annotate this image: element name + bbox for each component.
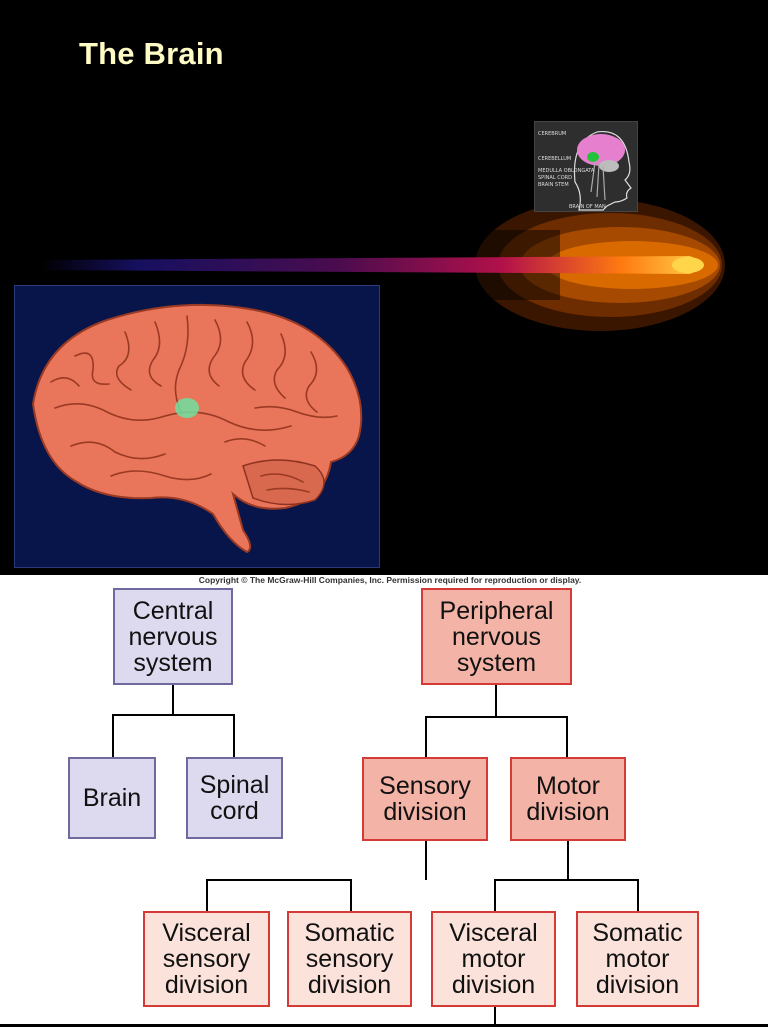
central-nervous-system-box: Central nervous system <box>113 588 233 685</box>
connector-line <box>350 879 352 911</box>
brain-illustration <box>31 303 363 554</box>
connector-line <box>206 879 352 881</box>
thumbnail-label-cerebrum: CEREBRUM <box>538 131 566 137</box>
peripheral-nervous-system-box: Peripheral nervous system <box>421 588 572 685</box>
connector-line <box>495 684 497 716</box>
copyright-notice: Copyright © The McGraw-Hill Companies, I… <box>198 575 582 585</box>
brain-image-panel <box>14 285 380 568</box>
somatic-motor-division-box: Somatic motor division <box>576 911 699 1007</box>
brain-diagram-thumbnail: CEREBRUM CEREBELLUM MEDULLA OBLONGATA SP… <box>534 121 638 212</box>
comet-streak-graphic <box>40 199 725 331</box>
visceral-sensory-division-box: Visceral sensory division <box>143 911 270 1007</box>
connector-line <box>566 716 568 757</box>
motor-division-box: Motor division <box>510 757 626 841</box>
connector-line <box>494 879 639 881</box>
slide: The Brain CERE <box>14 36 725 568</box>
slide-title: The Brain <box>79 36 224 71</box>
nervous-system-chart: Copyright © The McGraw-Hill Companies, I… <box>0 575 768 1027</box>
somatic-sensory-division-box: Somatic sensory division <box>287 911 412 1007</box>
connector-line <box>637 879 639 911</box>
connector-line <box>172 684 174 714</box>
sensory-division-box: Sensory division <box>362 757 488 841</box>
spinal-cord-box: Spinal cord <box>186 757 283 839</box>
visceral-motor-division-box: Visceral motor division <box>431 911 556 1007</box>
thumbnail-label-spinal-cord: SPINAL CORD <box>538 175 572 181</box>
connector-line <box>425 716 427 757</box>
connector-line <box>494 1007 496 1027</box>
thumbnail-label-medulla: MEDULLA OBLONGATA <box>538 168 595 174</box>
thumbnail-label-brain-stem: BRAIN STEM <box>538 182 569 188</box>
connector-line <box>206 879 208 911</box>
connector-line <box>494 879 496 911</box>
thumbnail-label-cerebellum: CEREBELLUM <box>538 156 571 162</box>
connector-line <box>425 716 568 718</box>
connector-line <box>567 840 569 880</box>
connector-line <box>233 714 235 757</box>
connector-line <box>112 714 235 716</box>
brain-box: Brain <box>68 757 156 839</box>
thumbnail-caption: BRAIN OF MAN <box>569 204 606 210</box>
connector-line <box>425 840 427 880</box>
connector-line <box>112 714 114 757</box>
